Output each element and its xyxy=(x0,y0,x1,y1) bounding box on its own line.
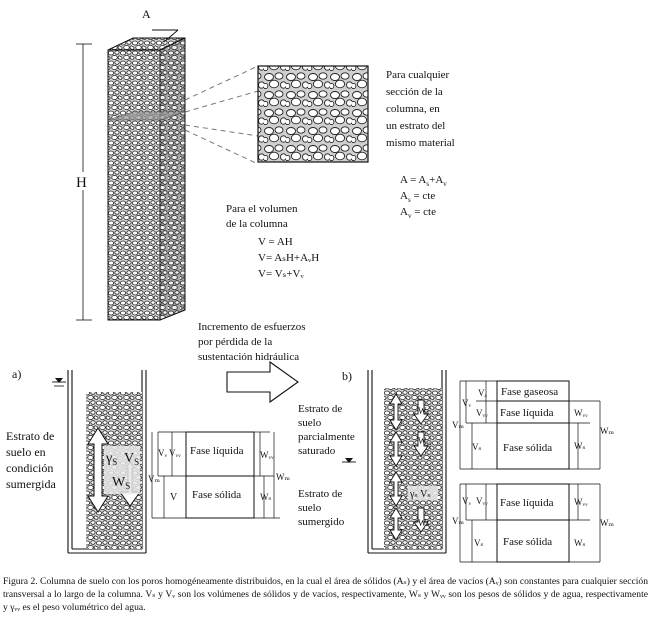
phase-liquid-label-b1: Fase líquida xyxy=(500,407,554,419)
side-line: suelo en xyxy=(6,445,46,459)
panel-b: b) Estrato de suelo parcialmente saturad… xyxy=(298,369,614,563)
svg-text:Vᵥᵥ: Vᵥᵥ xyxy=(476,496,488,506)
phase-solid-label-b2: Fase sólida xyxy=(503,536,552,548)
svg-text:Wₘ: Wₘ xyxy=(600,426,614,436)
figure-caption: Figura 2. Columna de suelo con los poros… xyxy=(3,576,648,613)
side-line: condición xyxy=(6,461,53,475)
section-description: Para cualquier sección de la columna, en… xyxy=(386,69,455,149)
volume-description: Para el volumen de la columna V = AH V= … xyxy=(226,203,319,280)
eq-area-total: A = As+Av xyxy=(400,174,447,188)
eq-volume-2: V= AₛH+AᵥH xyxy=(258,252,319,264)
side-top-line: Estrato de xyxy=(298,403,342,415)
dim-V: V xyxy=(170,492,178,503)
phase-liquid-box-b2 xyxy=(496,483,570,521)
section-line: Para cualquier xyxy=(386,69,450,81)
panel-a-label: a) xyxy=(12,367,21,381)
panel-b-label: b) xyxy=(342,369,352,383)
section-line: sección de la xyxy=(386,86,443,98)
dim-Vw: Vᵥᵥ xyxy=(169,448,181,458)
dim-Ww: Wᵥᵥ xyxy=(260,450,274,460)
arrow-line: por pérdida de la xyxy=(198,336,272,348)
side-top-line: suelo xyxy=(298,417,322,429)
svg-text:Vₘ: Vₘ xyxy=(452,420,464,430)
dim-Vm: Vₘ xyxy=(148,474,160,484)
phase-solid-box-b1 xyxy=(496,422,570,470)
phase-solid-label: Fase sólida xyxy=(192,489,241,501)
section-line: columna, en xyxy=(386,103,440,115)
gamma-s-label: γS xyxy=(105,451,117,467)
phase-liquid-label-b2: Fase líquida xyxy=(500,497,554,509)
svg-text:Vₐ: Vₐ xyxy=(478,388,487,398)
side-top-line: saturado xyxy=(298,445,336,457)
eq-volume-3: V= Vₛ+Vᵥ xyxy=(258,268,304,280)
phase-solid-box xyxy=(185,475,255,519)
Ws-label: WS xyxy=(112,475,130,491)
soil-column-3d xyxy=(107,37,186,321)
eq-volume-1: V = AH xyxy=(258,236,293,248)
projection-lines xyxy=(184,65,259,165)
side-bottom-line: sumergido xyxy=(298,516,345,528)
label-H: H xyxy=(76,175,87,191)
side-bottom-line: suelo xyxy=(298,502,322,514)
phase-liquid-label: Fase líquida xyxy=(190,445,244,457)
height-dimension: H xyxy=(74,43,92,321)
Ws-label-b2: Wₛ xyxy=(418,518,430,528)
side-line: Estrato de xyxy=(6,429,54,443)
arrow-line: Incremento de esfuerzos xyxy=(198,321,306,333)
svg-text:Vₛ: Vₛ xyxy=(472,442,482,452)
side-top-line: parcialmente xyxy=(298,431,355,443)
arrow-line: sustentación hidráulica xyxy=(198,351,299,363)
svg-text:Vₛ: Vₛ xyxy=(474,538,484,548)
volume-line: de la columna xyxy=(226,218,288,230)
svg-text:Vᵥ: Vᵥ xyxy=(462,496,471,506)
section-line: mismo material xyxy=(386,137,455,149)
submerged-soil-b xyxy=(384,462,442,549)
Ws-label-b1: Wₛ xyxy=(418,406,430,416)
cross-section-view xyxy=(257,65,369,163)
phase-gas-label: Fase gaseosa xyxy=(501,386,558,398)
gamma-vs-label: γₛ Vₛ xyxy=(409,489,431,500)
svg-text:Wₛ: Wₛ xyxy=(574,538,586,548)
side-bottom-line: Estrato de xyxy=(298,488,342,500)
dim-Wm: Wₘ xyxy=(276,472,290,482)
phase-solid-label-b1: Fase sólida xyxy=(503,442,552,454)
dim-Vv: Vᵥ xyxy=(158,448,167,458)
label-A: A xyxy=(142,7,151,21)
svg-text:Vᵥ: Vᵥ xyxy=(462,398,471,408)
volume-line: Para el volumen xyxy=(226,203,298,215)
svg-text:Vᵥᵥ: Vᵥᵥ xyxy=(476,408,488,418)
eq-area-voids: Av = cte xyxy=(400,206,436,220)
svg-text:Wₘ: Wₘ xyxy=(600,518,614,528)
stress-increase-arrow: Incremento de esfuerzos por pérdida de l… xyxy=(198,321,306,404)
section-equations: A = As+Av As = cte Av = cte xyxy=(400,174,447,220)
svg-text:Wᵥᵥ: Wᵥᵥ xyxy=(574,408,588,418)
phase-solid-box-b2 xyxy=(496,519,570,563)
eq-area-solids: As = cte xyxy=(400,190,435,204)
svg-text:Vₘ: Vₘ xyxy=(452,516,464,526)
Vs-label: VS xyxy=(124,451,139,467)
section-line: un estrato del xyxy=(386,120,445,132)
side-line: sumergida xyxy=(6,477,56,491)
svg-text:Wᵥᵥ: Wᵥᵥ xyxy=(574,497,588,507)
dim-Ws: Wₛ xyxy=(260,492,272,502)
section-arrow-A: A xyxy=(142,7,179,43)
svg-text:Wₛ: Wₛ xyxy=(574,441,586,451)
Ww-label-b: Wᵥᵥ xyxy=(418,436,432,446)
panel-a: a) Estrato de suelo en condición sumergi… xyxy=(6,367,290,554)
